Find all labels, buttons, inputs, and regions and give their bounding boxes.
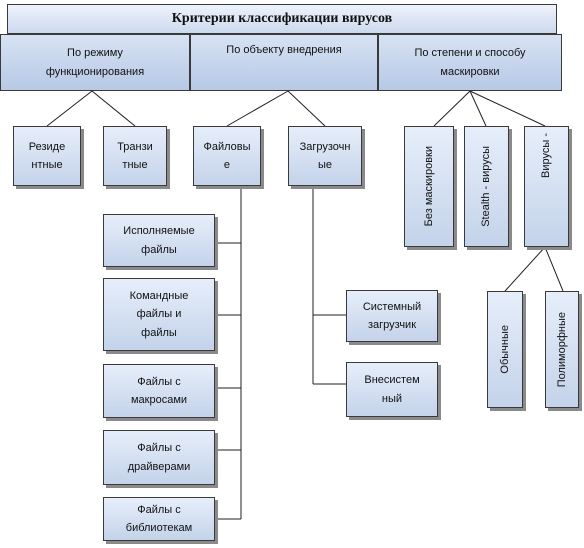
- virus-kind-ordinary: Обычные: [487, 291, 523, 408]
- mode-resident-line2: нтные: [31, 159, 63, 171]
- diagram-title-text: Критерии классификации вирусов: [171, 11, 393, 26]
- masking-stealth-label: Stealth - вирусы: [480, 146, 493, 227]
- file-type-command-line2: файлы и: [136, 308, 182, 321]
- boot-type-system-loader-line1: Системный: [362, 300, 422, 313]
- file-type-executable-line2: файлы: [141, 243, 177, 256]
- boot-type-non-system: Внесистем ный: [346, 362, 438, 417]
- file-type-macros-line1: Файлы с: [137, 375, 181, 388]
- file-type-command-line3: файлы: [141, 326, 177, 339]
- boot-type-system-loader: Системный загрузчик: [346, 290, 438, 342]
- object-file: Файловы е: [193, 126, 261, 186]
- object-boot: Загрузочн ые: [288, 126, 362, 186]
- criterion-mode-line2: функционирования: [45, 65, 145, 78]
- mode-resident-line1: Резиде: [28, 140, 66, 153]
- file-type-macros: Файлы с макросами: [103, 364, 215, 418]
- criterion-masking-line2: маскировки: [440, 65, 500, 78]
- file-type-command: Командные файлы и файлы: [103, 278, 215, 351]
- masking-none-label: Без маскировки: [422, 146, 435, 227]
- masking-viruses-label: Вирусы -: [540, 133, 553, 178]
- file-type-drivers-line1: Файлы с: [137, 442, 181, 455]
- file-type-libraries-line2: библиотекам: [125, 522, 193, 534]
- mode-transit: Транзи тные: [103, 126, 167, 186]
- virus-kind-polymorphic-label: Полиморфные: [555, 311, 568, 388]
- masking-none: Без маскировки: [404, 126, 454, 247]
- masking-stealth: Stealth - вирусы: [464, 126, 509, 247]
- criterion-object-line1: По объекту внедрения: [226, 44, 342, 56]
- virus-kind-ordinary-label: Обычные: [498, 325, 511, 374]
- file-type-command-line1: Командные: [129, 290, 189, 303]
- boot-type-non-system-line1: Внесистем: [364, 374, 420, 387]
- masking-viruses: Вирусы -: [524, 126, 569, 247]
- boot-type-system-loader-line2: загрузчик: [367, 319, 417, 331]
- criterion-mode: По режиму функционирования: [0, 34, 190, 91]
- mode-transit-line1: Транзи: [117, 140, 153, 153]
- file-type-libraries-line1: Файлы с: [137, 503, 181, 516]
- criterion-mode-line1: По режиму: [67, 47, 123, 60]
- criterion-masking: По степени и способу маскировки: [378, 34, 562, 91]
- boot-type-non-system-line2: ный: [381, 392, 403, 405]
- file-type-executable: Исполняемые файлы: [103, 214, 215, 267]
- criterion-masking-line1: По степени и способу: [414, 47, 526, 60]
- diagram-title: Критерии классификации вирусов: [7, 4, 557, 34]
- file-type-drivers-line2: драйверами: [127, 460, 191, 473]
- file-type-macros-line2: макросами: [130, 394, 188, 406]
- object-boot-line2: ые: [317, 159, 333, 171]
- object-file-line1: Файловы: [203, 140, 251, 153]
- mode-transit-line2: тные: [122, 159, 148, 171]
- virus-kind-polymorphic: Полиморфные: [545, 291, 579, 408]
- object-file-line2: е: [223, 159, 231, 171]
- file-type-executable-line1: Исполняемые: [123, 225, 195, 238]
- object-boot-line1: Загрузочн: [299, 140, 351, 153]
- mode-resident: Резиде нтные: [13, 126, 81, 186]
- file-type-libraries: Файлы с библиотекам: [103, 497, 215, 541]
- file-type-drivers: Файлы с драйверами: [103, 430, 215, 485]
- criterion-object: По объекту внедрения: [190, 34, 378, 91]
